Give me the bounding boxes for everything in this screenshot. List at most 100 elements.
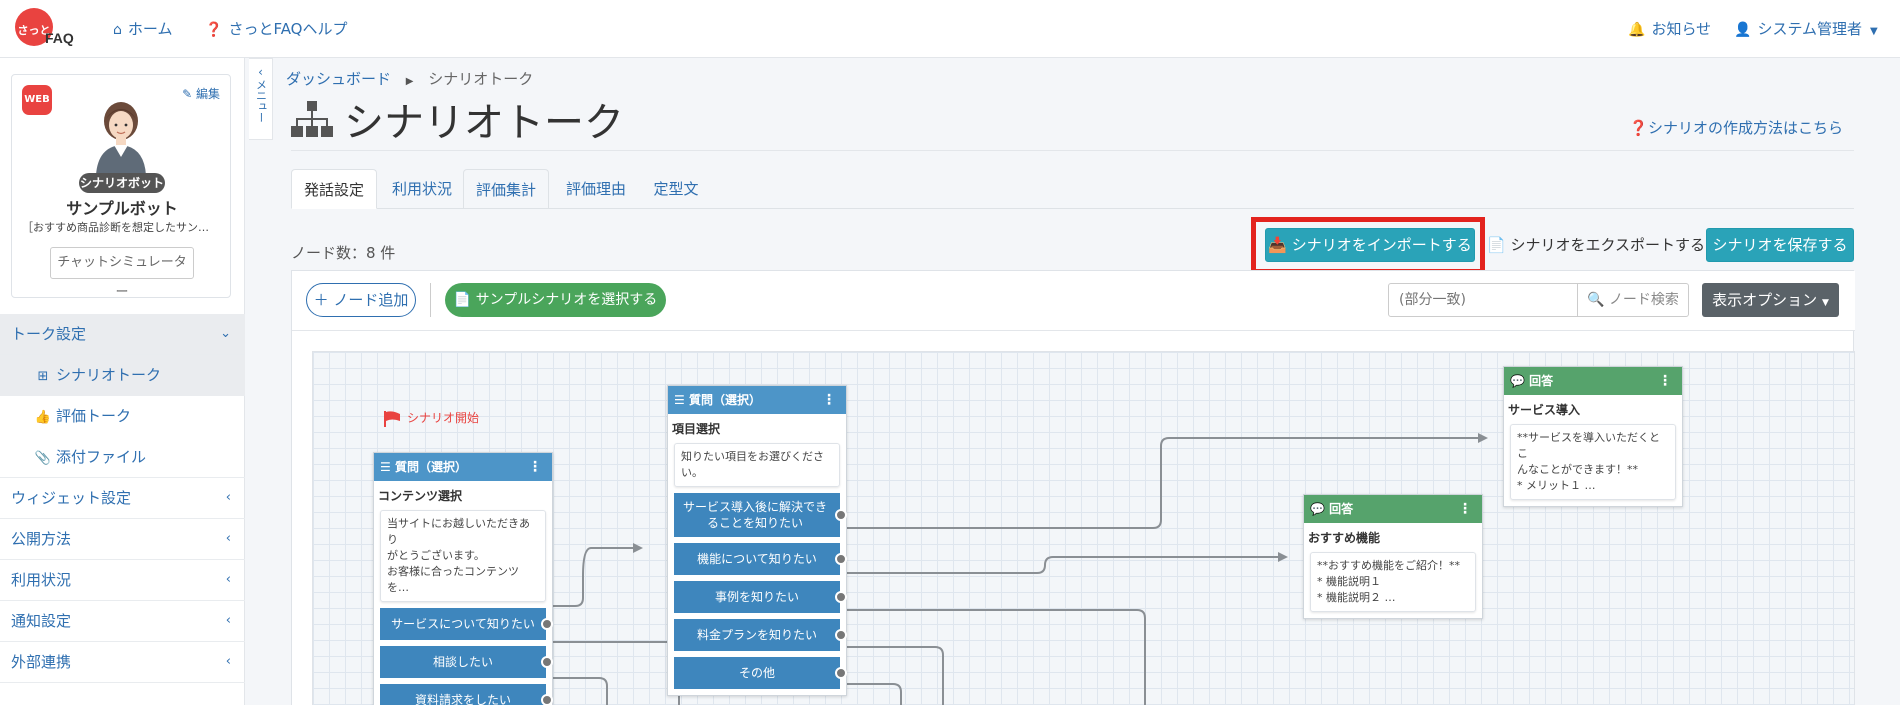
page-title-text: シナリオトーク xyxy=(344,100,624,146)
wire-n1-consult xyxy=(531,641,680,705)
sidebar-item-publish[interactable]: 公開方法 ‹ xyxy=(0,519,245,560)
node-type: 質問（選択） xyxy=(394,460,467,474)
node-choice-label: 資料請求をしたい xyxy=(414,693,511,705)
sidebar-item-rating-talk[interactable]: 👍評価トーク xyxy=(0,396,245,437)
nav-home-link[interactable]: ⌂ホーム xyxy=(113,18,172,39)
node-choice[interactable]: 機能について知りたい xyxy=(674,543,847,575)
output-port[interactable] xyxy=(541,656,553,668)
node-choice[interactable]: サービス導入後に解決できることを知りたい xyxy=(674,493,847,537)
nav-help-link[interactable]: ❓さっとFAQヘルプ xyxy=(205,18,348,39)
sidebar-item-talk-settings[interactable]: トーク設定 ⌄ xyxy=(0,314,245,355)
kebab-menu-icon[interactable]: ⋮ xyxy=(528,459,542,475)
select-sample-button[interactable]: 📄 サンプルシナリオを選択する xyxy=(445,283,666,317)
import-scenario-button[interactable]: 📥 シナリオをインポートする xyxy=(1265,228,1475,262)
view-options-button[interactable]: 表示オプション ▼ xyxy=(1702,283,1839,317)
breadcrumb: ダッシュボード ▶ シナリオトーク xyxy=(286,68,533,89)
output-port[interactable] xyxy=(835,553,847,565)
output-port[interactable] xyxy=(835,629,847,641)
node-title: おすすめ機能 xyxy=(1308,531,1381,545)
view-options-label: 表示オプション xyxy=(1712,291,1818,309)
node-search-label: ノード検索 xyxy=(1608,292,1679,308)
caret-right-icon: ▶ xyxy=(405,76,414,87)
list-icon: ☰ xyxy=(380,460,391,474)
flag-icon xyxy=(384,410,400,427)
nav-notice-link[interactable]: 🔔お知らせ xyxy=(1628,18,1711,39)
node-message: 当サイトにお越しいただきあり がとうございます。 お客様に合ったコンテンツを… xyxy=(380,510,546,602)
sidebar-item-attachments[interactable]: 📎添付ファイル xyxy=(0,437,245,478)
editor-toolbar: ＋ ノード追加 📄 サンプルシナリオを選択する 🔍 ノード検索 表示オプション … xyxy=(292,271,1855,331)
paperclip-icon: 📎 xyxy=(34,451,52,466)
node-message-line: * 機能説明２ … xyxy=(1317,591,1396,604)
node-choice[interactable]: 事例を知りたい xyxy=(674,581,847,613)
edit-label: 編集 xyxy=(195,87,220,101)
output-port[interactable] xyxy=(835,667,847,679)
breadcrumb-dashboard[interactable]: ダッシュボード xyxy=(286,70,392,88)
add-node-button[interactable]: ＋ ノード追加 xyxy=(306,283,416,317)
scenario-node-item-select[interactable]: ☰ 質問（選択） ⋮ 項目選択 知りたい項目をお選びくださ い。 サービス導入後… xyxy=(667,385,847,696)
sidebar-item-label: ウィジェット設定 xyxy=(11,489,132,507)
scenario-canvas[interactable]: シナリオ開始 ☰ 質問（選択） ⋮ コンテンツ選択 当サイトにお越しいただきあり… xyxy=(312,351,1855,705)
menu-tab-label: メニュー xyxy=(254,79,268,123)
kebab-menu-icon[interactable]: ⋮ xyxy=(1658,373,1672,389)
sidebar-item-integrations[interactable]: 外部連携 ‹ xyxy=(0,642,245,683)
wire-n1-docs xyxy=(531,677,608,705)
sidebar-item-notifications[interactable]: 通知設定 ‹ xyxy=(0,601,245,642)
comment-icon: 💬 xyxy=(1510,374,1525,388)
node-choice[interactable]: その他 xyxy=(674,657,847,689)
scenario-node-service-introduction[interactable]: 💬 回答 ⋮ サービス導入 **サービスを導入いただくとこ んなことができます！… xyxy=(1503,366,1683,507)
search-icon: 🔍 xyxy=(1587,292,1605,308)
menu-toggle-tab[interactable]: ‹ メニュー xyxy=(249,58,273,140)
output-port[interactable] xyxy=(835,509,847,521)
user-menu[interactable]: 👤システム管理者▼ xyxy=(1734,18,1878,39)
node-type: 質問（選択） xyxy=(688,393,761,407)
edit-bot-link[interactable]: ✎ 編集 xyxy=(182,85,220,102)
kebab-menu-icon[interactable]: ⋮ xyxy=(822,392,836,408)
node-header[interactable]: ☰ 質問（選択） ⋮ xyxy=(374,453,552,481)
file-export-icon: 📄 xyxy=(1487,236,1506,254)
tab-utterance-settings[interactable]: 発話設定 xyxy=(291,169,377,209)
node-title: 項目選択 xyxy=(672,422,721,436)
user-name: システム管理者 xyxy=(1757,20,1862,38)
node-choice[interactable]: サービスについて知りたい xyxy=(380,608,553,640)
scenario-node-content-select[interactable]: ☰ 質問（選択） ⋮ コンテンツ選択 当サイトにお越しいただきあり がとうござい… xyxy=(373,452,553,705)
node-choice[interactable]: 料金プランを知りたい xyxy=(674,619,847,651)
page-title: シナリオトーク xyxy=(290,90,624,148)
sidebar-item-scenario-talk[interactable]: ⊞シナリオトーク xyxy=(0,355,245,396)
node-header[interactable]: 💬 回答 ⋮ xyxy=(1304,495,1482,523)
output-port[interactable] xyxy=(541,618,553,630)
kebab-menu-icon[interactable]: ⋮ xyxy=(1458,501,1472,517)
tab-templates[interactable]: 定型文 xyxy=(653,180,699,198)
arrow-head xyxy=(633,543,643,553)
bot-card: WEB ✎ 編集 シナリオボット サンプルボット ［おすすめ商品診断を想定したサ… xyxy=(11,74,231,300)
node-choice[interactable]: 資料請求をしたい xyxy=(380,684,553,705)
sidebar-item-label: 評価トーク xyxy=(56,407,132,425)
node-choice-label: 料金プランを知りたい xyxy=(696,628,817,642)
node-search-button[interactable]: 🔍 ノード検索 xyxy=(1577,283,1689,317)
save-scenario-button[interactable]: シナリオを保存する xyxy=(1706,228,1854,262)
node-header[interactable]: 💬 回答 ⋮ xyxy=(1504,367,1682,395)
node-choice-label: サービスについて知りたい xyxy=(391,617,535,631)
node-type: 回答 xyxy=(1329,502,1354,516)
app-logo[interactable]: さっと FAQ xyxy=(15,8,81,48)
chat-simulator-button[interactable]: チャットシミュレーター xyxy=(50,247,194,300)
node-header[interactable]: ☰ 質問（選択） ⋮ xyxy=(668,386,846,414)
export-scenario-button[interactable]: 📄 シナリオをエクスポートする xyxy=(1487,228,1705,262)
sidebar-item-usage[interactable]: 利用状況 ‹ xyxy=(0,560,245,601)
output-port[interactable] xyxy=(835,591,847,603)
sitemap-icon xyxy=(291,101,333,137)
chevron-left-icon: ‹ xyxy=(225,490,231,505)
scenario-help-link[interactable]: ❓シナリオの作成方法はこちら xyxy=(1629,117,1843,138)
chevron-left-icon: ‹ xyxy=(225,531,231,546)
scenario-node-recommended-features[interactable]: 💬 回答 ⋮ おすすめ機能 **おすすめ機能をご紹介！** * 機能説明１ * … xyxy=(1303,494,1483,619)
wire-n2-solve xyxy=(825,437,1485,529)
node-search-input[interactable] xyxy=(1388,283,1578,317)
tab-usage[interactable]: 利用状況 xyxy=(391,180,452,198)
node-choice[interactable]: 相談したい xyxy=(380,646,553,678)
output-port[interactable] xyxy=(541,694,553,705)
export-label: シナリオをエクスポートする xyxy=(1510,236,1706,254)
tab-rating-summary[interactable]: 評価集計 xyxy=(463,169,549,209)
connection-wires xyxy=(531,433,1488,705)
sidebar-item-widget-settings[interactable]: ウィジェット設定 ‹ xyxy=(0,478,245,519)
node-message: 知りたい項目をお選びくださ い。 xyxy=(674,443,840,487)
tab-rating-reasons[interactable]: 評価理由 xyxy=(565,180,626,198)
